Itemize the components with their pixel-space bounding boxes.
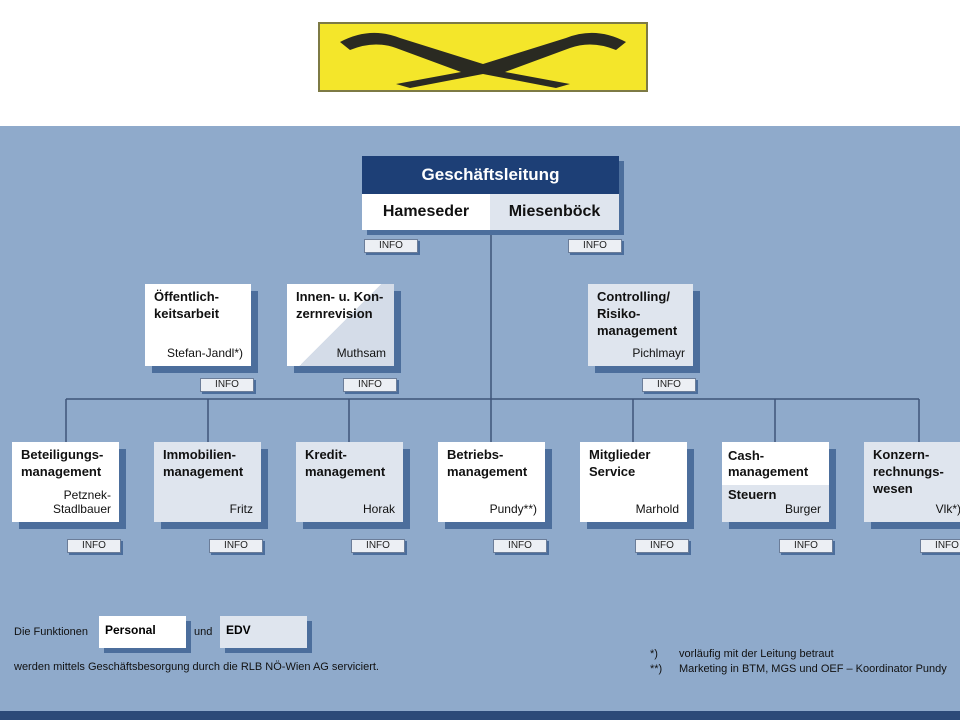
info-button-kredit[interactable]: INFO [351,539,405,553]
staff-unit-box: Innen- u. Kon- zernrevision Muthsam [287,284,394,366]
staff-unit-person: Pichlmayr [632,346,685,360]
department-box: Beteiligungs- management Petznek- Stadlb… [12,442,119,522]
footnote-text: vorläufig mit der Leitung betraut [679,648,834,660]
info-button-konzern[interactable]: INFO [920,539,960,553]
info-button-revision[interactable]: INFO [343,378,397,392]
legend-edv-label: EDV [226,623,251,637]
department-box: Cash- management Steuern Burger [722,442,829,522]
info-button-cash[interactable]: INFO [779,539,833,553]
department-title: Immobilien- management [163,447,244,479]
department-box: Kredit- management Horak [296,442,403,522]
legend-personal-box: Personal [99,616,186,648]
footnote-mark: **) [650,663,663,675]
staff-unit-box: Controlling/ Risiko- management Pichlmay… [588,284,693,366]
legend-personal-label: Personal [105,623,156,637]
info-button-miesenboeck[interactable]: INFO [568,239,622,253]
staff-unit-person: Muthsam [336,346,386,360]
department-subtitle: Steuern [728,487,777,502]
legend-line2: werden mittels Geschäftsbesorgung durch … [14,661,379,673]
department-title: Betriebs- management [447,447,528,479]
department-title: Konzern- rechnungs- wesen [873,447,944,496]
info-button-betrieb[interactable]: INFO [493,539,547,553]
info-button-immobilien[interactable]: INFO [209,539,263,553]
executive-title: Geschäftsleitung [362,156,619,194]
org-chart: Geschäftsleitung Hameseder Miesenböck IN… [0,126,960,711]
info-button-controlling[interactable]: INFO [642,378,696,392]
department-title: Beteiligungs- management [21,447,104,479]
department-person: Vlk*) [935,502,960,516]
info-button-beteiligung[interactable]: INFO [67,539,121,553]
department-box: Mitglieder Service Marhold [580,442,687,522]
department-person: Horak [362,502,395,516]
department-title: Mitglieder Service [589,447,651,479]
gable-cross-icon [340,32,626,88]
legend-edv-box: EDV [220,616,307,648]
department-box: Konzern- rechnungs- wesen Vlk*) [864,442,960,522]
info-button-hameseder[interactable]: INFO [364,239,418,253]
executive-board-box: Geschäftsleitung Hameseder Miesenböck [362,156,619,230]
staff-unit-title: Innen- u. Kon- zernrevision [296,289,384,321]
legend-and: und [194,626,213,638]
executive-member-right: Miesenböck [490,194,619,230]
executive-member-left: Hameseder [362,194,490,230]
staff-unit-title: Controlling/ Risiko- management [597,289,678,338]
department-box: Betriebs- management Pundy**) [438,442,545,522]
department-title: Cash- management [728,448,809,479]
department-title: Kredit- management [305,447,386,479]
department-person: Burger [784,502,821,516]
connector-lines [65,230,920,442]
staff-unit-title: Öffentlich- keitsarbeit [154,289,220,321]
department-box: Immobilien- management Fritz [154,442,261,522]
department-person: Marhold [635,502,679,516]
raiffeisen-logo [318,22,648,92]
department-person: Petznek- Stadlbauer [52,488,111,516]
legend-prefix: Die Funktionen [14,626,88,638]
staff-unit-box: Öffentlich- keitsarbeit Stefan-Jandl*) [145,284,251,366]
info-button-oeffentlichkeitsarbeit[interactable]: INFO [200,378,254,392]
footnote-text: Marketing in BTM, MGS und OEF – Koordina… [679,663,947,675]
info-button-mitglieder[interactable]: INFO [635,539,689,553]
footnote-mark: *) [650,648,658,660]
bottom-bar [0,711,960,720]
department-person: Fritz [229,502,253,516]
department-person: Pundy**) [489,502,537,516]
staff-unit-person: Stefan-Jandl*) [166,346,243,360]
